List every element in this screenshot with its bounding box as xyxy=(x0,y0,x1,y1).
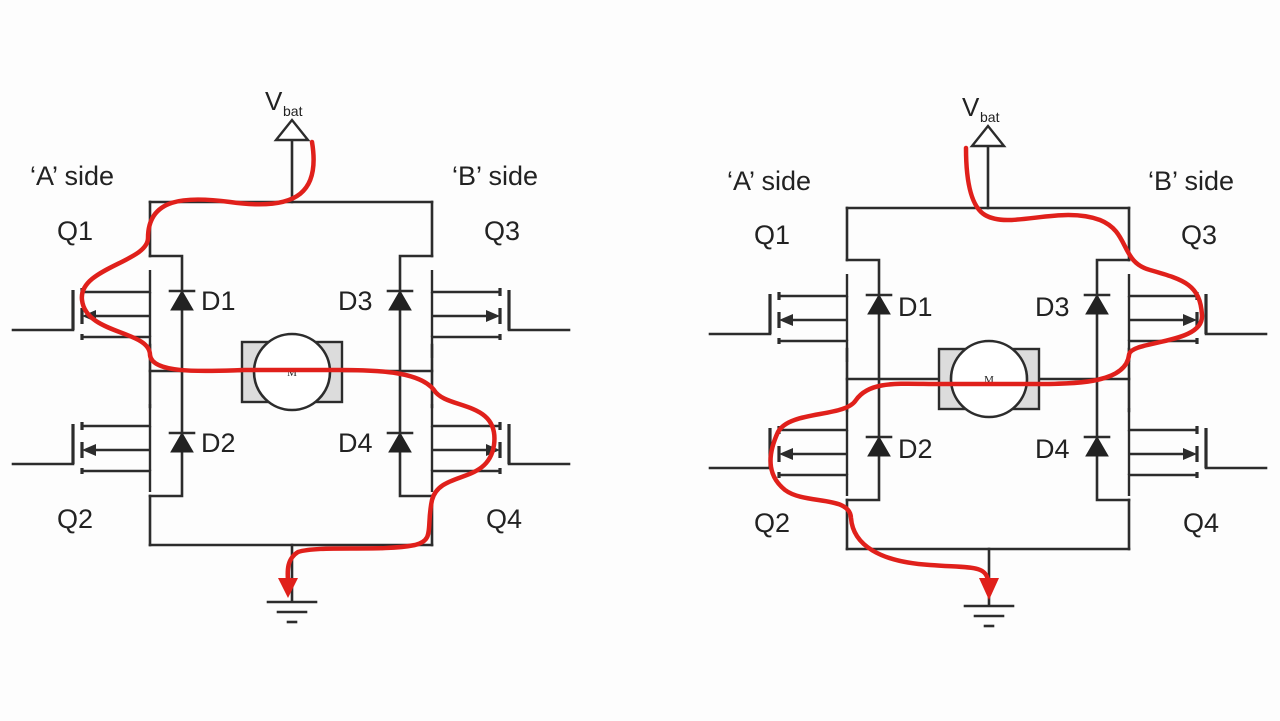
label-q2: Q2 xyxy=(754,508,790,538)
transistor-q3 xyxy=(1127,272,1268,364)
current-arrow-right xyxy=(979,578,999,600)
diode-d2 xyxy=(865,435,893,458)
diode-d1 xyxy=(168,289,196,312)
label-d2: D2 xyxy=(201,428,236,458)
label-d3: D3 xyxy=(338,286,373,316)
diode-d2 xyxy=(168,431,196,454)
label-d1: D1 xyxy=(898,292,933,322)
motor-label: M xyxy=(287,367,297,379)
label-q4: Q4 xyxy=(1183,508,1219,538)
label-d3: D3 xyxy=(1035,292,1070,322)
motor xyxy=(949,339,1029,419)
supply-subscript: bat xyxy=(283,103,303,119)
transistor-q2 xyxy=(11,402,152,494)
label-d2: D2 xyxy=(898,434,933,464)
label-d4: D4 xyxy=(1035,434,1070,464)
supply-label: V xyxy=(265,86,283,116)
h-bridge-diagram-right: V bat M ‘A’ side ‘ xyxy=(708,92,1268,628)
h-bridge-diagram-left: V bat M ‘A’ side xyxy=(11,86,571,624)
label-q4: Q4 xyxy=(486,504,522,534)
supply-subscript: bat xyxy=(980,109,1000,125)
side-a-label: ‘A’ side xyxy=(727,166,811,196)
supply-terminal-symbol xyxy=(969,124,1007,148)
diode-d3 xyxy=(1083,293,1111,316)
current-arrow-left xyxy=(278,578,298,598)
supply-terminal-symbol xyxy=(273,118,311,142)
motor-label: M xyxy=(984,374,994,386)
diode-d4 xyxy=(1083,435,1111,458)
label-q2: Q2 xyxy=(57,504,93,534)
side-a-label: ‘A’ side xyxy=(30,161,114,191)
label-q3: Q3 xyxy=(1181,220,1217,250)
transistor-q1 xyxy=(11,268,152,360)
diode-d1 xyxy=(865,293,893,316)
side-b-label: ‘B’ side xyxy=(452,161,538,191)
diode-d3 xyxy=(386,289,414,312)
transistor-q3 xyxy=(430,268,571,360)
current-path-right xyxy=(768,145,1205,583)
current-path-left xyxy=(79,139,497,585)
label-q3: Q3 xyxy=(484,216,520,246)
transistor-q1 xyxy=(708,272,849,364)
supply-label: V xyxy=(962,92,980,122)
side-b-label: ‘B’ side xyxy=(1148,166,1234,196)
transistor-q4 xyxy=(1127,406,1268,498)
label-d1: D1 xyxy=(201,286,236,316)
diode-d4 xyxy=(386,431,414,454)
label-q1: Q1 xyxy=(57,216,93,246)
label-q1: Q1 xyxy=(754,220,790,250)
label-d4: D4 xyxy=(338,428,373,458)
